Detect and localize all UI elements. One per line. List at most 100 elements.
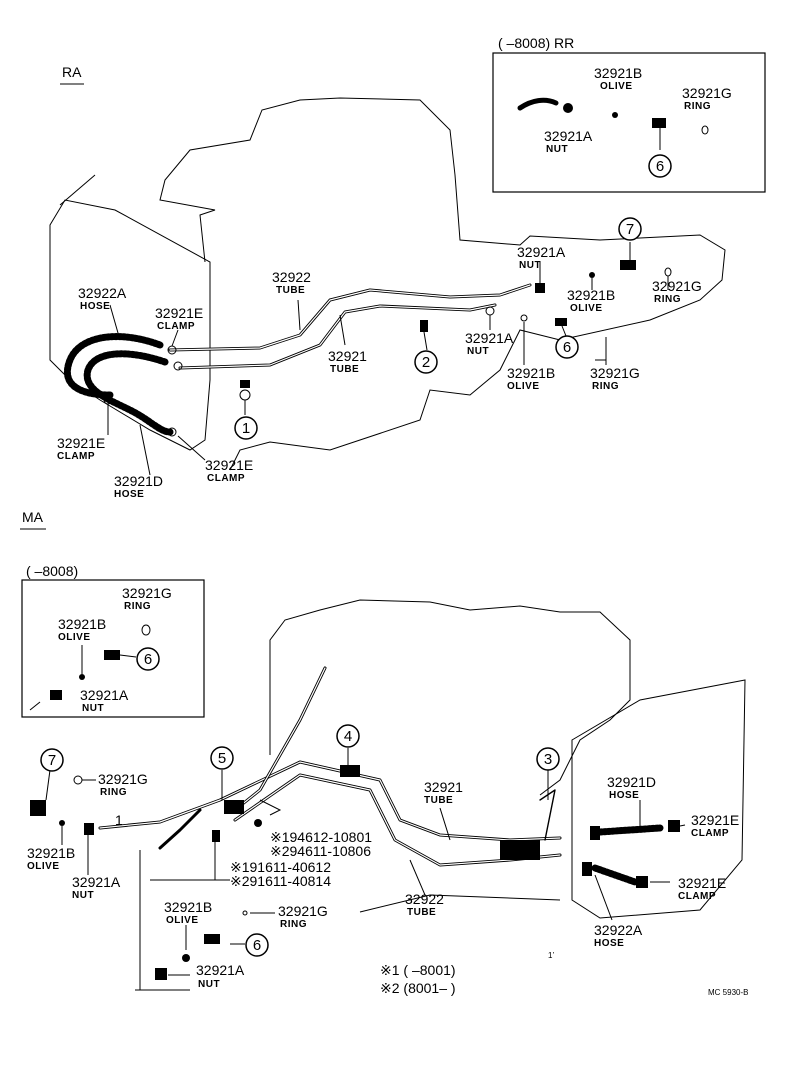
rr-fitting-part	[652, 118, 666, 128]
ma-nut-lo-sub: NUT	[198, 979, 220, 990]
ma-ring-lo-sub: RING	[280, 919, 307, 930]
ra-clamp-bot-num: 32921E	[205, 457, 253, 473]
ra-hose-a-sub: HOSE	[80, 301, 110, 312]
rr-olive-sub: OLIVE	[600, 81, 633, 92]
ra-ring-right-num: 32921G	[652, 278, 702, 294]
ra-olive-right-num: 32921B	[567, 287, 615, 303]
ma-hose-32922a	[591, 864, 639, 886]
ma-hose-a-num: 32922A	[594, 922, 643, 938]
ma-nut-sub: NUT	[72, 890, 94, 901]
ma-side-panel	[571, 679, 746, 919]
ma-tube21-sub: TUBE	[424, 795, 453, 806]
ra-engine-outline	[159, 97, 726, 471]
rr-inset-parts	[517, 97, 709, 150]
ma-bolt-1: ※194612-10801	[270, 829, 372, 845]
rr-olive-num: 32921B	[594, 65, 642, 81]
ma-olive-sub: OLIVE	[27, 861, 60, 872]
ma-clamp1-sub: CLAMP	[691, 828, 729, 839]
ra-clamp-bot-sub: CLAMP	[207, 473, 245, 484]
section-label-ra: RA	[62, 64, 82, 80]
ra-nut-right-num: 32921A	[517, 244, 566, 260]
ma-callout-5-text: 5	[218, 750, 226, 767]
ra-olive-mid-num: 32921B	[507, 365, 555, 381]
rr-nut-num: 32921A	[544, 128, 593, 144]
ma-olive-lo-num: 32921B	[164, 899, 212, 915]
rr-ring-part	[701, 125, 709, 135]
ra-nut-mid-num: 32921A	[465, 330, 514, 346]
rr-callout-6-text: 6	[656, 158, 664, 175]
ra-olive-right-sub: OLIVE	[570, 303, 603, 314]
ma-hose-d-sub: HOSE	[609, 790, 639, 801]
ra-tube21-sub: TUBE	[330, 364, 359, 375]
ma-inset-callout-6-text: 6	[144, 651, 152, 668]
rr-tube-stub	[517, 97, 559, 111]
ma-callout-3-text: 3	[544, 751, 552, 768]
ra-tube22-num: 32922	[272, 269, 311, 285]
ma-clamp1-num: 32921E	[691, 812, 739, 828]
ra-ring-mid-sub: RING	[592, 381, 619, 392]
ra-hose-d-num: 32921D	[114, 473, 163, 489]
ma-tube21-num: 32921	[424, 779, 463, 795]
ma-tube-vertical	[233, 666, 327, 812]
ma-bolt-2: ※294611-10806	[270, 843, 371, 859]
ra-hose-d-sub: HOSE	[114, 489, 144, 500]
ma-hose-a-sub: HOSE	[594, 938, 624, 949]
ra-leader-lines	[107, 242, 669, 476]
ra-nut-right-sub: NUT	[519, 260, 541, 271]
ra-ring-right-sub: RING	[654, 294, 681, 305]
ma-clamp2-sub: CLAMP	[678, 891, 716, 902]
ma-clamp2-num: 32921E	[678, 875, 726, 891]
ma-callout-4	[336, 724, 360, 748]
rr-nut-part	[563, 103, 573, 113]
ma-hose-d-num: 32921D	[607, 774, 656, 790]
ra-tube-32922	[168, 283, 532, 352]
ma-tube22-sub: TUBE	[407, 907, 436, 918]
ma-nut-num: 32921A	[72, 874, 121, 890]
ma-engine-outline	[269, 599, 631, 796]
rr-inset-box	[492, 52, 766, 193]
ma-callout-7-text: 7	[48, 752, 56, 769]
ma-leader-lines	[45, 748, 686, 991]
ra-callout-2	[414, 350, 438, 374]
ra-clamp-left-sub: CLAMP	[57, 451, 95, 462]
ma-inset-nut-sub: NUT	[82, 703, 104, 714]
doc-code: MC 5930-B	[708, 988, 748, 997]
ma-olive-num: 32921B	[27, 845, 75, 861]
ra-clamp-left-num: 32921E	[57, 435, 105, 451]
ma-callout-3	[536, 747, 560, 771]
ma-tube22-num: 32922	[405, 891, 444, 907]
ma-inset-ring-num: 32921G	[122, 585, 172, 601]
ra-callout-7	[618, 217, 642, 241]
ma-mark-1: 1	[115, 812, 123, 828]
ma-ring-sub: RING	[100, 787, 127, 798]
ma-inset-header: ( –8008)	[26, 563, 78, 579]
ra-tube21-num: 32921	[328, 348, 367, 364]
ma-callout-7	[40, 748, 64, 772]
ma-callout-6	[245, 933, 269, 957]
ra-olive-mid-sub: OLIVE	[507, 381, 540, 392]
section-label-ma: MA	[22, 509, 44, 525]
ma-tick: 1’	[548, 951, 554, 960]
ma-small-parts	[30, 765, 680, 980]
rr-ring-num: 32921G	[682, 85, 732, 101]
ma-tube-32921	[98, 760, 562, 842]
ra-clamp-top-sub: CLAMP	[157, 321, 195, 332]
note-2: ※2 (8001– )	[380, 980, 456, 996]
ma-olive-lo-sub: OLIVE	[166, 915, 199, 926]
rr-olive-part	[612, 112, 618, 118]
ra-hose-32922a	[64, 333, 164, 399]
ma-hose-32921d	[596, 824, 664, 836]
ra-callout-2-text: 2	[422, 354, 430, 371]
ra-hose-32921d	[83, 350, 174, 436]
ma-ring-lo-num: 32921G	[278, 903, 328, 919]
ra-callout-6	[555, 335, 579, 359]
ma-ring-num: 32921G	[98, 771, 148, 787]
ra-tube22-sub: TUBE	[276, 285, 305, 296]
ra-ring-mid-num: 32921G	[590, 365, 640, 381]
ra-callout-1	[234, 416, 258, 440]
ma-tube-branch	[158, 808, 202, 850]
ma-nut-lo-num: 32921A	[196, 962, 245, 978]
ma-callout-6-text: 6	[253, 937, 261, 954]
ma-inset-parts	[29, 624, 151, 711]
rr-nut-sub: NUT	[546, 144, 568, 155]
